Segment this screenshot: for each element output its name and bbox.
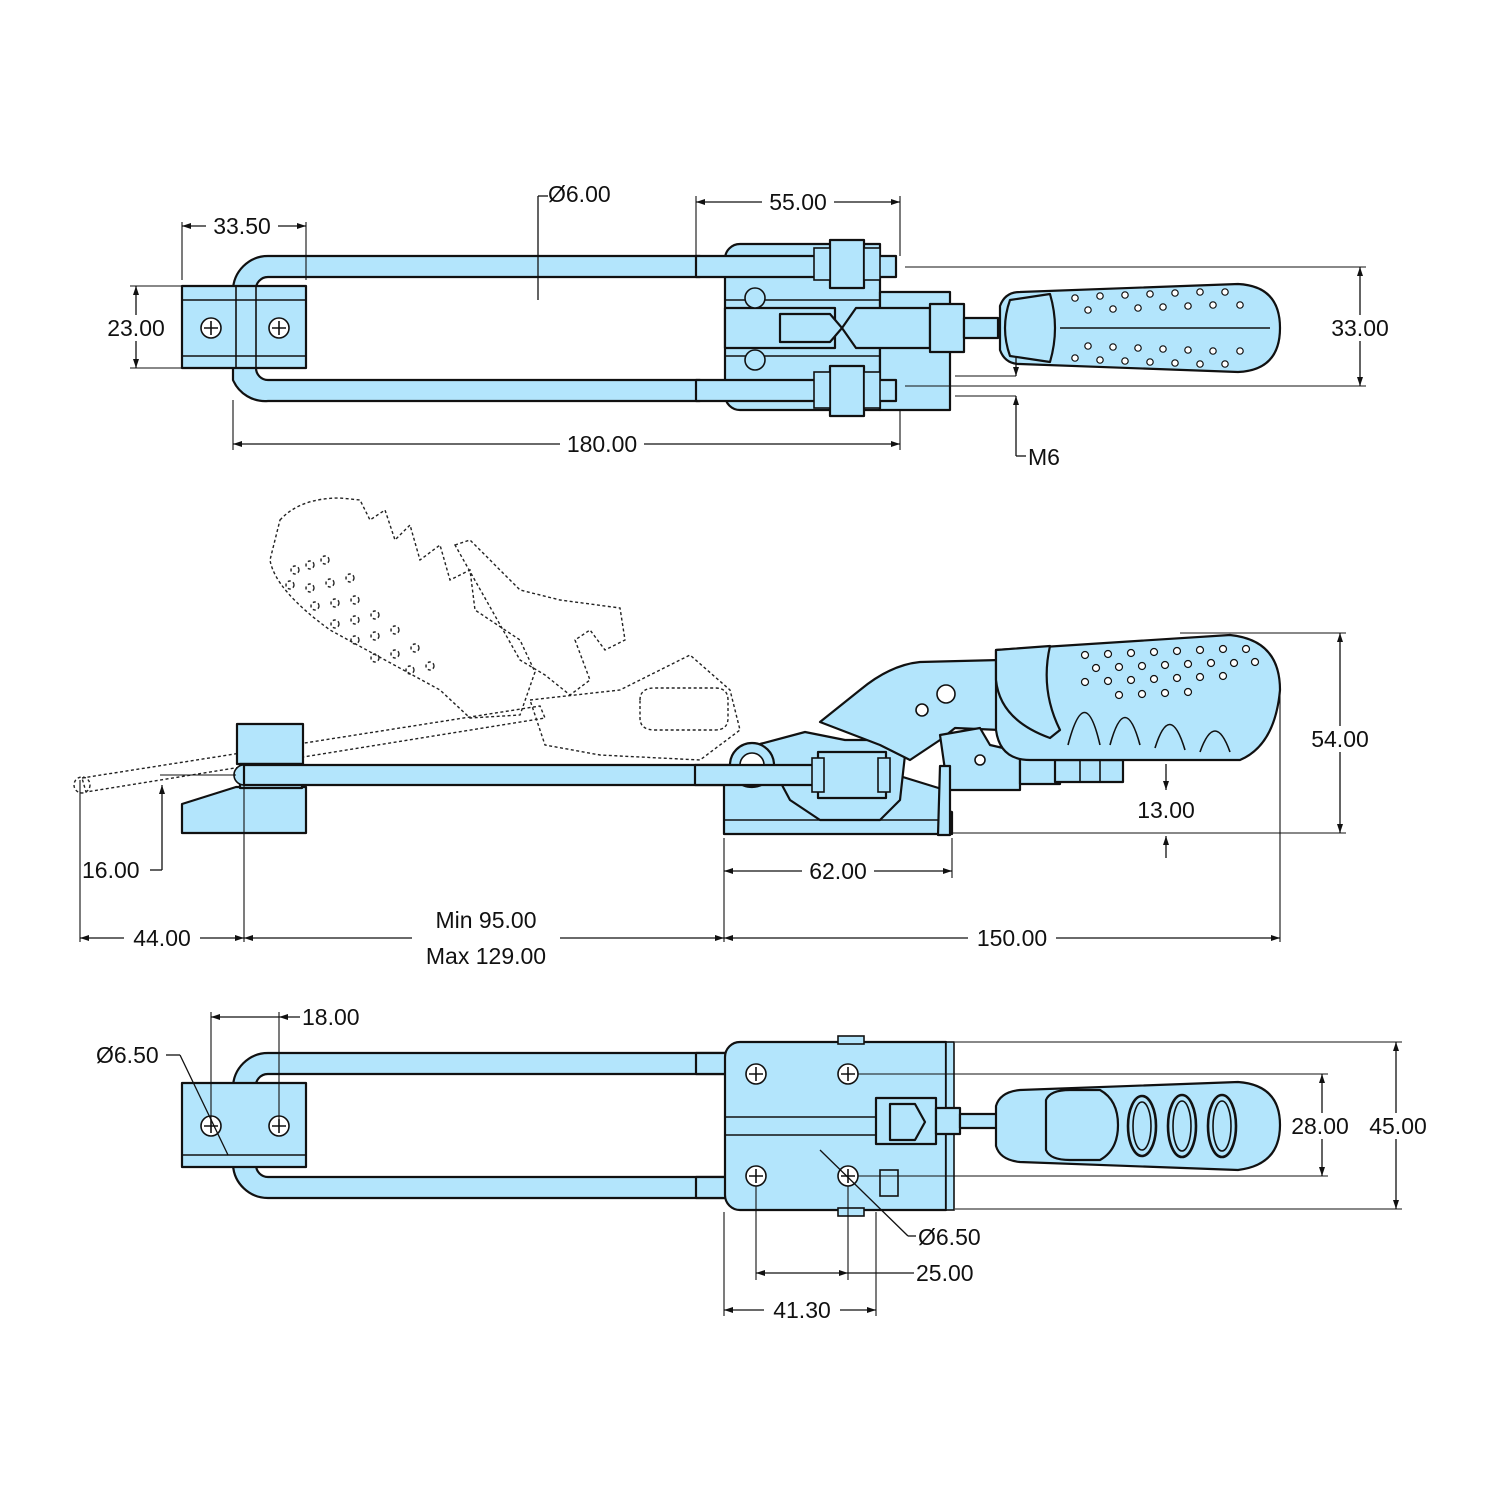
dim-28-00: 28.00 [1291, 1113, 1349, 1139]
bottom-view: 18.00 Ø6.50 Ø6.50 25.00 41.30 28.00 45.0… [96, 1004, 1434, 1323]
grip-dots-side [1080, 644, 1260, 700]
dim-dia-6-00: Ø6.00 [548, 181, 611, 207]
dim-min-95-00: Min 95.00 [435, 907, 536, 933]
handle-bottom [994, 1080, 1282, 1172]
dim-16-00: 16.00 [82, 857, 140, 883]
dim-41-30: 41.30 [773, 1297, 831, 1323]
grip-dots-top [1071, 288, 1244, 368]
dim-13-00: 13.00 [1137, 797, 1195, 823]
clamp-base-bottom [723, 1040, 948, 1212]
open-position-outline [73, 497, 741, 794]
dim-180-00: 180.00 [567, 431, 637, 457]
dim-23-00: 23.00 [107, 315, 165, 341]
dim-62-00: 62.00 [809, 858, 867, 884]
dim-25-00: 25.00 [916, 1260, 974, 1286]
dim-54-00: 54.00 [1311, 726, 1369, 752]
dim-body-dia-6-50: Ø6.50 [918, 1224, 981, 1250]
dim-33-50: 33.50 [213, 213, 271, 239]
dim-max-129-00: Max 129.00 [426, 943, 546, 969]
dim-55-00: 55.00 [769, 189, 827, 215]
dim-33-00: 33.00 [1331, 315, 1389, 341]
side-view: 54.00 13.00 62.00 16.00 44.00 Min 95.00 … [73, 497, 1376, 969]
dim-45-00: 45.00 [1369, 1113, 1427, 1139]
dim-150-00: 150.00 [977, 925, 1047, 951]
dim-keeper-dia-6-50: Ø6.50 [96, 1042, 159, 1068]
dim-m6: M6 [1028, 444, 1060, 470]
dim-44-00: 44.00 [133, 925, 191, 951]
top-view: 33.50 Ø6.00 55.00 23.00 33.00 180.00 M6 [100, 181, 1396, 470]
dim-18-00: 18.00 [302, 1004, 360, 1030]
